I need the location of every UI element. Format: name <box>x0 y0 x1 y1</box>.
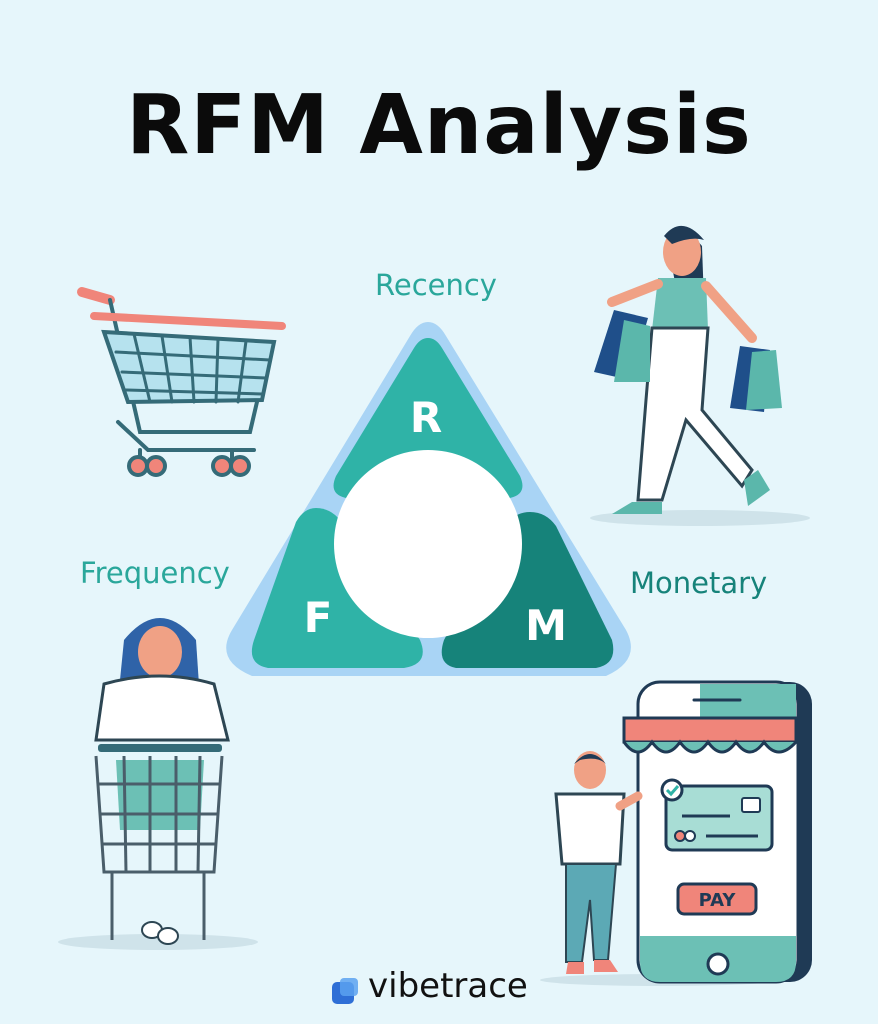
page-title: RFM Analysis <box>126 78 752 173</box>
shopping-cart-icon <box>77 287 286 477</box>
vibetrace-logo-icon <box>332 978 358 1004</box>
recency-label: Recency <box>375 268 497 302</box>
checkmark-icon <box>660 778 684 802</box>
frequency-label: Frequency <box>80 556 230 590</box>
center-circle <box>334 450 522 638</box>
woman-with-cart-illustration <box>58 618 258 950</box>
letter-m: M <box>525 601 567 650</box>
rfm-triangle: R F M <box>226 322 631 676</box>
woman-with-bags-illustration <box>590 225 810 526</box>
recency-segment <box>333 338 523 498</box>
pay-button <box>676 882 758 916</box>
brand-name: vibetrace <box>368 966 528 1006</box>
letter-f: F <box>304 593 333 642</box>
storefront-awning <box>622 716 798 754</box>
letter-r: R <box>410 393 442 442</box>
brand: vibetrace <box>330 966 528 1006</box>
frequency-segment <box>251 508 423 668</box>
pay-button-label: PAY <box>699 890 737 911</box>
monetary-segment <box>441 512 614 668</box>
monetary-label: Monetary <box>630 566 768 600</box>
mobile-shop-illustration: PAY <box>540 680 812 986</box>
